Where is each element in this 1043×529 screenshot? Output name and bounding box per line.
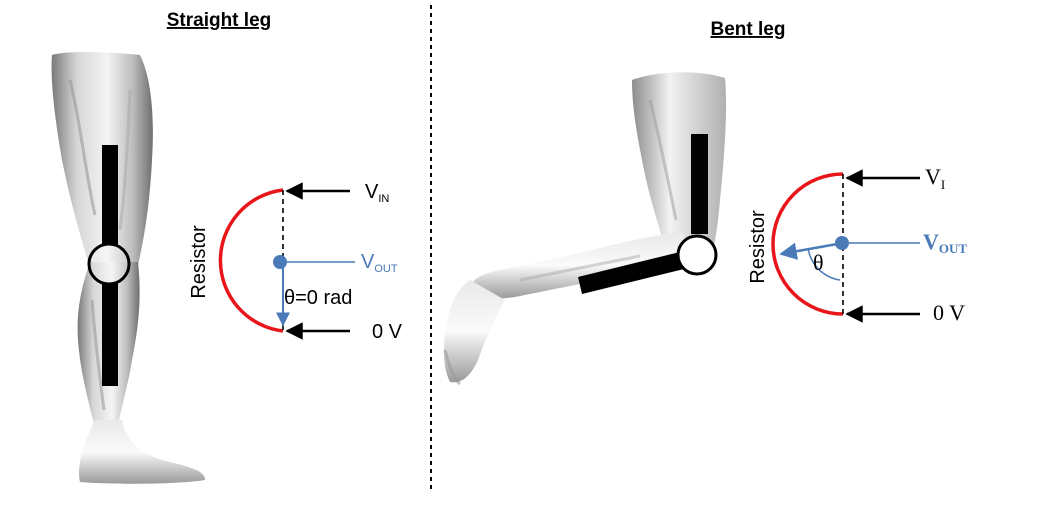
ground-label: 0 V: [372, 321, 403, 343]
bent-leg-title: Bent leg: [711, 19, 786, 40]
angle-label: θ=0 rad: [284, 287, 352, 309]
straight-leg-sensor: [87, 145, 131, 386]
vout-label: VOUT: [923, 229, 967, 256]
straight-leg-resistor-schematic: Resistor VIN VOUT θ=0 rad 0 V: [188, 181, 403, 343]
knee-joint-circle: [87, 242, 131, 286]
wiper-arrow: [779, 241, 844, 260]
wiper-point: [835, 236, 849, 250]
upper-sensor-bar: [102, 145, 118, 245]
vout-label: VOUT: [361, 251, 398, 275]
bent-leg-resistor-schematic: Resistor VI VOUT θ 0 V: [747, 164, 967, 325]
vin-label: VIN: [365, 181, 389, 205]
ground-label: 0 V: [933, 300, 965, 325]
bent-leg-illustration: [443, 72, 727, 386]
wiper-point: [273, 255, 287, 269]
resistor-label: Resistor: [188, 225, 210, 299]
angle-arc: [807, 247, 841, 281]
resistor-label: Resistor: [747, 210, 769, 284]
bent-leg-sensor: [578, 134, 718, 294]
angle-label: θ: [813, 250, 824, 275]
shin-sensor-bar: [578, 252, 684, 294]
knee-joint-circle: [676, 234, 718, 276]
thigh-sensor-bar: [691, 134, 708, 234]
vin-label: VI: [925, 164, 945, 192]
straight-leg-title: Straight leg: [167, 10, 272, 31]
resistor-arc: [771, 172, 844, 316]
straight-leg-illustration: [51, 51, 205, 484]
lower-sensor-bar: [102, 283, 118, 386]
resistor-arc: [218, 188, 284, 333]
